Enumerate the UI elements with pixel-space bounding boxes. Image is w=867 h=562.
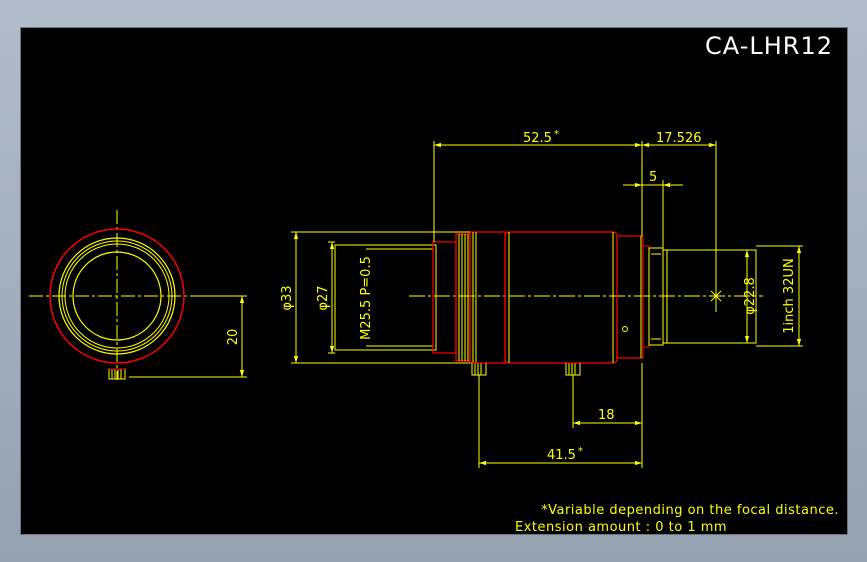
mount-thread-label: 1inch 32UN	[782, 258, 797, 333]
screw-front	[471, 362, 487, 376]
note-line-1: *Variable depending on the focal distanc…	[541, 503, 839, 518]
screw-offset-label: 18	[598, 408, 615, 423]
drawing-title: CA-LHR12	[705, 32, 833, 60]
flange-width-label: 5	[649, 170, 657, 185]
outer-diameter-label: φ33	[280, 285, 295, 310]
rear-body	[616, 235, 757, 359]
lens-drawing: 20	[29, 32, 839, 535]
end-view: 20	[29, 210, 247, 380]
note-line-2: Extension amount : 0 to 1 mm	[515, 520, 727, 535]
main-body	[504, 231, 628, 364]
side-view: 52.5* 17.526 5	[280, 129, 803, 468]
end-view-height-label: 20	[226, 329, 241, 346]
front-barrel	[334, 241, 457, 354]
screw-rear	[565, 362, 581, 376]
screw-to-flange-label: 41.5*	[547, 446, 583, 463]
front-thread-label: M25.5 P=0.5	[359, 256, 374, 340]
back-length-label: 17.526	[656, 131, 702, 146]
rear-diameter-label: φ22.8	[743, 277, 758, 315]
overall-length-label: 52.5*	[523, 129, 559, 146]
cad-drawing-canvas: 20	[20, 27, 848, 535]
inner-diameter-label: φ27	[316, 285, 331, 310]
focus-ring	[455, 231, 506, 364]
